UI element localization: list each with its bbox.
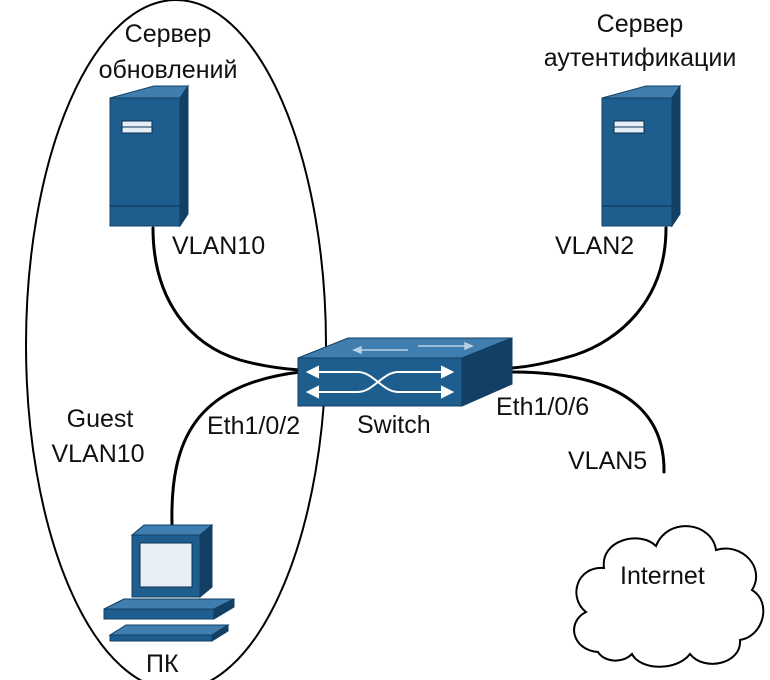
auth-server[interactable] (601, 84, 681, 228)
cable-pc-switch (170, 370, 302, 527)
server-tower-icon (109, 84, 189, 228)
auth-server-vlan-label: VLAN2 (555, 232, 634, 260)
guest-label-line2: VLAN10 (51, 440, 144, 468)
network-switch-icon (297, 337, 513, 407)
update-server-vlan-label: VLAN10 (172, 232, 265, 260)
cloud-icon (573, 525, 765, 668)
guest-vlan-zone (25, 0, 327, 680)
update-server-title-line1: Сервер (125, 20, 212, 48)
server-tower-icon (601, 84, 681, 228)
port-label-right: Eth1/0/6 (496, 393, 589, 421)
cable-update-server-switch (151, 226, 302, 372)
auth-server-title-line1: Сервер (597, 10, 684, 38)
guest-label-line1: Guest (67, 405, 134, 433)
auth-server-title-line2: аутентификации (544, 44, 737, 72)
internet-vlan-label: VLAN5 (568, 447, 647, 475)
pc-label: ПК (146, 650, 179, 678)
desktop-computer-icon (103, 523, 235, 642)
cable-auth-server-switch (510, 226, 668, 370)
update-server-title-line2: обновлений (99, 56, 238, 84)
update-server[interactable] (109, 84, 189, 228)
port-label-left: Eth1/0/2 (207, 412, 300, 440)
switch[interactable] (297, 337, 513, 407)
internet-cloud[interactable] (573, 525, 765, 668)
internet-label: Internet (620, 562, 705, 590)
cable-internet-switch (510, 370, 666, 474)
pc[interactable] (103, 523, 235, 642)
switch-label: Switch (357, 411, 431, 439)
